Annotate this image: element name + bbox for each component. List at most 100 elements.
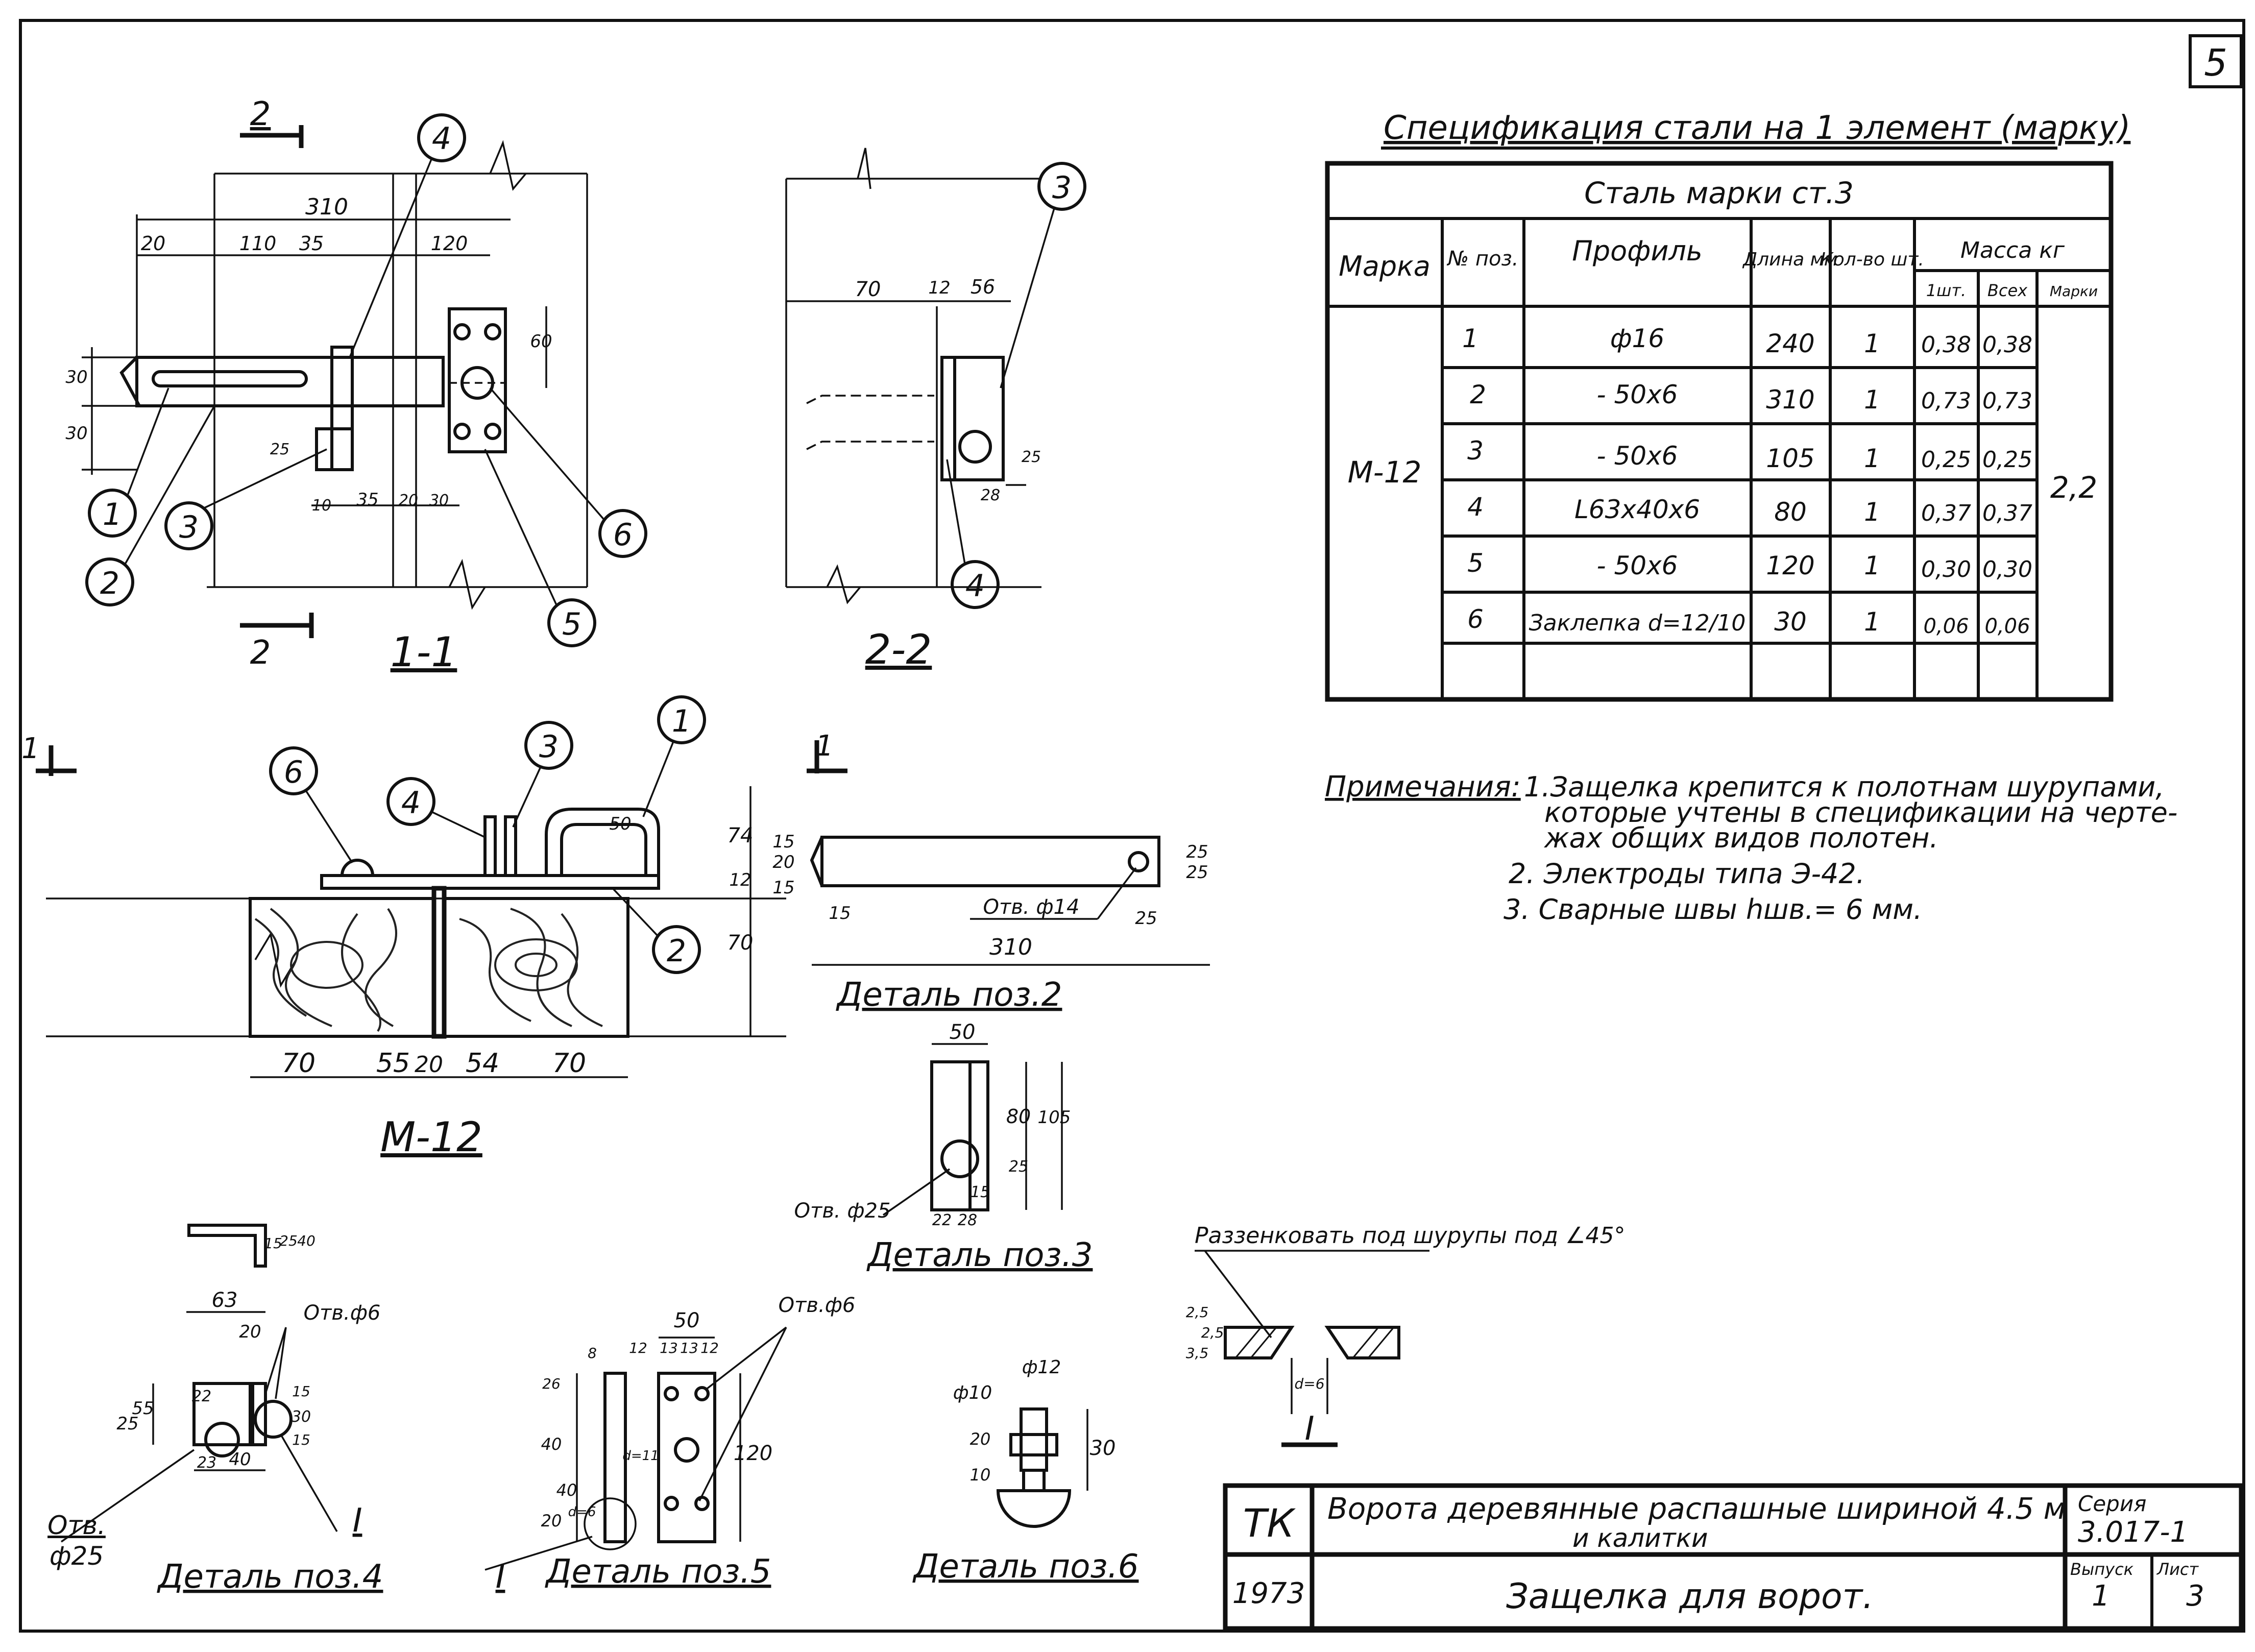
- sheet-value: 3: [2186, 1580, 2204, 1613]
- spec-header-mark: Марка: [1339, 250, 1430, 282]
- dim: 20: [970, 1429, 991, 1449]
- dim: 120: [431, 232, 468, 255]
- svg-text:0,06: 0,06: [1984, 615, 2030, 638]
- svg-text:1: 1: [1864, 607, 1880, 637]
- sheet-frame: [19, 19, 2245, 1633]
- node-mark: I: [353, 1502, 362, 1540]
- svg-text:0,73: 0,73: [1982, 388, 2032, 414]
- svg-text:0,37: 0,37: [1921, 500, 1971, 526]
- view-title: 2-2: [865, 626, 932, 673]
- spec-row: 3 - 50x6 105 1 0,25 0,25: [1467, 436, 2032, 473]
- dim: 12: [700, 1340, 719, 1356]
- dim: 25: [1186, 842, 1208, 862]
- spec-row: 5 - 50x6 120 1 0,30 0,30: [1467, 548, 2032, 582]
- spec-row: 6 Заклепка d=12/10 30 1 0,06 0,06: [1467, 604, 2030, 638]
- dim: 15: [292, 1383, 310, 1400]
- view-1-1: 310 20 110 35 120 30 30 60 25 10 35 20 3…: [65, 95, 588, 676]
- svg-text:4: 4: [401, 785, 421, 821]
- svg-text:3: 3: [1467, 436, 1484, 466]
- view-title: Деталь поз.6: [912, 1548, 1139, 1586]
- dim: ф25: [50, 1541, 104, 1571]
- spec-row: 2 - 50x6 310 1 0,73 0,73: [1470, 380, 2032, 415]
- dim: 2,5: [1186, 1304, 1209, 1321]
- dim: 15: [971, 1183, 990, 1201]
- dim: 26: [542, 1375, 561, 1392]
- dim: 8: [588, 1345, 597, 1362]
- dim: 15: [292, 1431, 310, 1448]
- spec-total-mass: 2,2: [2050, 470, 2097, 505]
- svg-text:1: 1: [1864, 385, 1880, 415]
- dim: 70: [552, 1048, 586, 1079]
- dim: 15: [264, 1235, 282, 1252]
- dim: 20: [772, 852, 794, 872]
- svg-text:0,73: 0,73: [1921, 388, 1971, 414]
- view-title: Деталь поз.4: [157, 1558, 383, 1596]
- svg-text:0,06: 0,06: [1923, 615, 1969, 638]
- title-org: ТК: [1243, 1500, 1296, 1546]
- node-mark: I: [496, 1558, 505, 1596]
- dim: 25: [1186, 862, 1208, 883]
- svg-text:1: 1: [1864, 497, 1880, 527]
- dim: 40: [297, 1232, 316, 1249]
- dim: 40: [229, 1449, 251, 1470]
- dim: 55: [376, 1048, 410, 1079]
- dim: 22: [192, 1388, 211, 1405]
- sheet-number-box: [2189, 34, 2243, 88]
- dim: 12: [629, 1340, 647, 1356]
- svg-text:0,37: 0,37: [1982, 500, 2032, 526]
- svg-text:2: 2: [1470, 380, 1486, 409]
- detail-pos-6: ф12 ф10 10 20 30 Деталь поз.6: [912, 1357, 1139, 1586]
- svg-text:L63x40x6: L63x40x6: [1574, 495, 1700, 524]
- issue-value: 1: [2092, 1580, 2110, 1613]
- dim: 20: [239, 1322, 261, 1342]
- dim: 30: [1090, 1437, 1116, 1460]
- dim: 12: [729, 870, 751, 890]
- title-block: ТК 1973 Ворота деревянные распашные шири…: [1223, 1483, 2244, 1631]
- notes-label: Примечания:: [1325, 770, 1521, 804]
- spec-title: Спецификация стали на 1 элемент (марку): [1384, 109, 2130, 147]
- svg-text:ф16: ф16: [1610, 324, 1664, 353]
- svg-text:310: 310: [1766, 385, 1814, 415]
- dim: 35: [299, 232, 324, 255]
- dim: 25: [1022, 448, 1041, 466]
- spec-header-mass-mark: Марки: [2050, 283, 2098, 300]
- dim: 20: [541, 1511, 562, 1530]
- svg-text:3: 3: [179, 509, 199, 545]
- dim: Отв.ф6: [779, 1294, 856, 1317]
- dim: Отв. ф25: [794, 1199, 891, 1223]
- svg-text:1: 1: [815, 730, 834, 763]
- dim: 310: [989, 934, 1032, 960]
- dim: 25: [270, 441, 289, 458]
- note-line: 3. Сварные швы hшв.= 6 мм.: [1504, 893, 1922, 926]
- svg-text:3: 3: [539, 729, 559, 765]
- svg-text:0,25: 0,25: [1982, 447, 2032, 473]
- svg-text:1: 1: [1864, 551, 1880, 580]
- svg-text:4: 4: [1467, 492, 1484, 522]
- dim: 110: [239, 232, 277, 255]
- svg-text:1: 1: [672, 703, 691, 739]
- dim: 13: [660, 1340, 678, 1356]
- cut-label: 2: [250, 634, 271, 672]
- spec-header-profile: Профиль: [1572, 235, 1703, 267]
- series-label: Серия: [2078, 1491, 2146, 1516]
- dim: 63: [212, 1289, 238, 1312]
- svg-text:6: 6: [613, 517, 633, 553]
- detail-pos-4: 15 25 40 63 20 Отв.ф6 25 55 22 15 30 15 …: [47, 1224, 383, 1596]
- note-line: которые учтены в спецификации на черте-: [1544, 796, 2177, 829]
- dim: d=6: [568, 1504, 596, 1520]
- dim: 15: [829, 903, 851, 924]
- view-title: Деталь поз.3: [866, 1236, 1093, 1274]
- dim: 15: [772, 832, 794, 852]
- svg-text:1: 1: [1864, 444, 1880, 473]
- dim: 30: [292, 1408, 311, 1426]
- dim: 70: [282, 1048, 316, 1079]
- svg-text:- 50x6: - 50x6: [1597, 441, 1678, 471]
- svg-text:3: 3: [1052, 170, 1072, 206]
- spec-header-length: Длина мм: [1742, 249, 1838, 270]
- weld-hatch: [1234, 1327, 1395, 1358]
- spec-mark: М-12: [1348, 455, 1422, 490]
- dim: ф10: [953, 1382, 992, 1403]
- notes: Примечания: 1.Защелка крепится к полотна…: [1325, 770, 2177, 926]
- svg-text:240: 240: [1766, 329, 1814, 358]
